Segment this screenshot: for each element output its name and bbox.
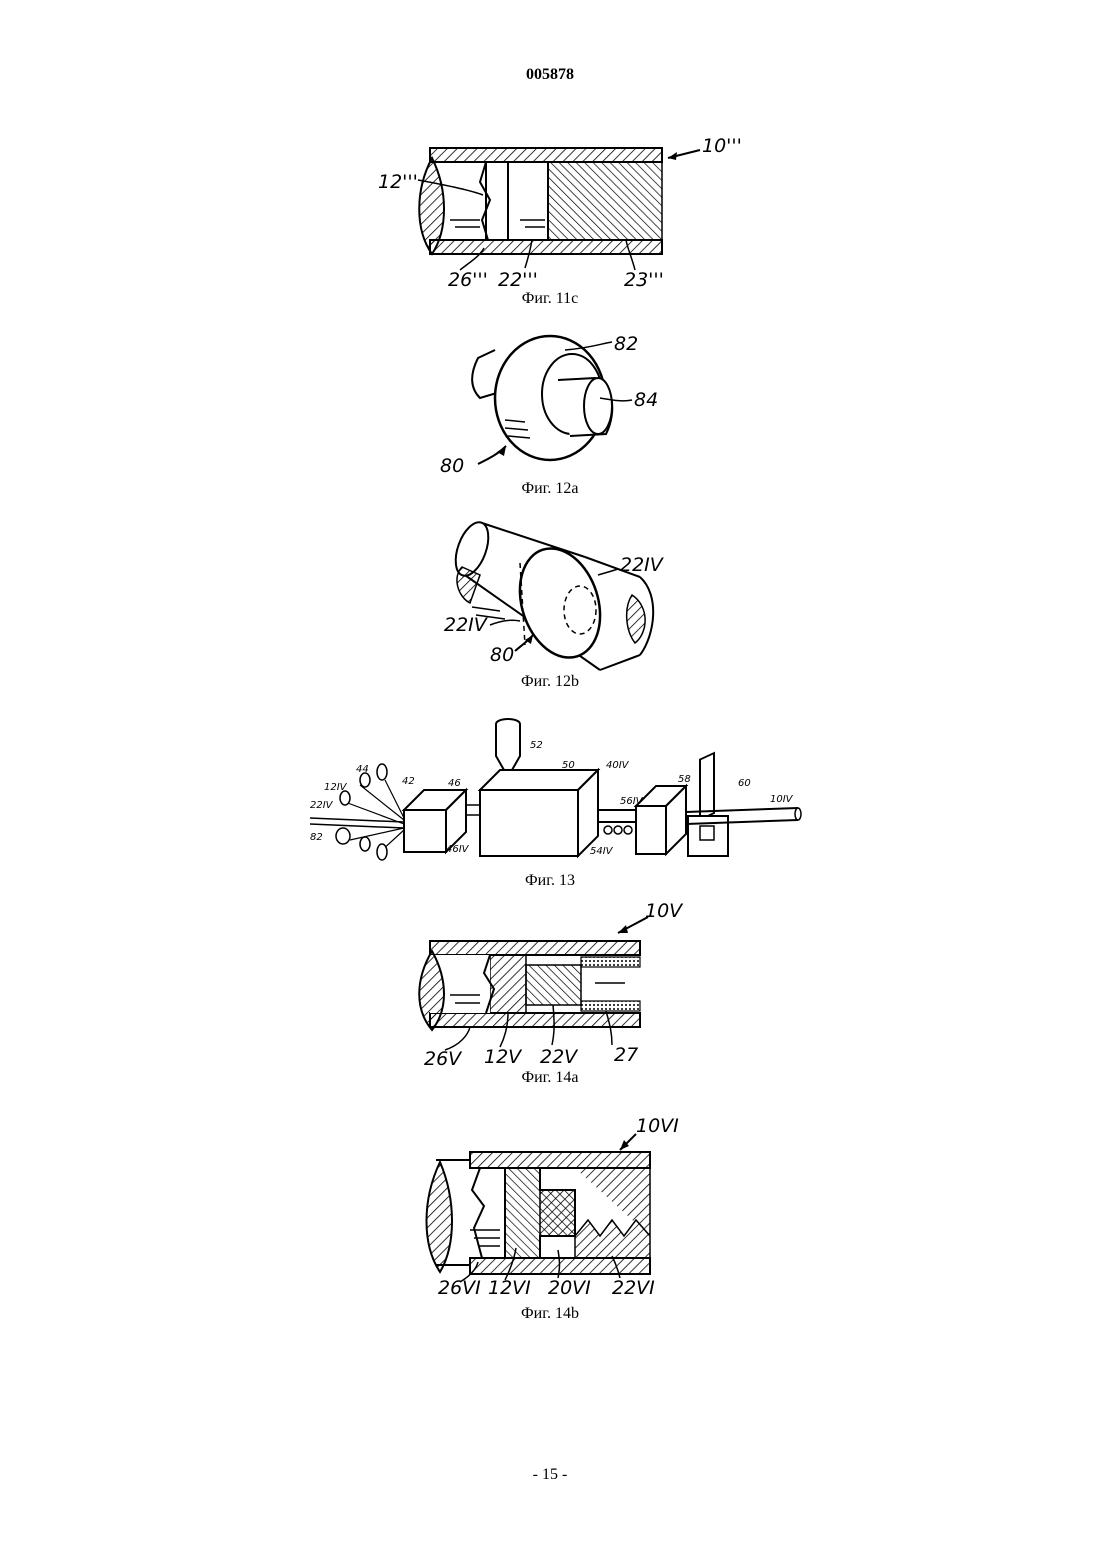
label-27: 27 bbox=[614, 1044, 638, 1066]
label-22-lower: 22IV bbox=[444, 614, 489, 636]
label-12-iv: 12IV bbox=[324, 782, 348, 793]
label-80: 80 bbox=[440, 455, 464, 477]
figure-14a-drawing: 10V 26V 12V 22V 27 bbox=[0, 895, 1100, 1090]
label-80-b: 80 bbox=[490, 644, 514, 666]
label-10-iv: 10IV bbox=[770, 794, 794, 805]
figure-14b: 10VI 26VI 12VI 20VI 22VI Фиг. 14b bbox=[0, 1110, 1100, 1325]
caption-fig-12b: Фиг. 12b bbox=[0, 673, 1100, 691]
label-44: 44 bbox=[356, 764, 369, 775]
label-23: 23''' bbox=[624, 269, 664, 291]
figure-12a-drawing: 82 84 80 bbox=[0, 330, 1100, 500]
label-22-iv: 22IV bbox=[310, 800, 334, 811]
caption-fig-11c: Фиг. 11c bbox=[0, 290, 1100, 308]
label-10-vi: 10VI bbox=[636, 1115, 679, 1137]
label-12-v: 12V bbox=[484, 1046, 523, 1068]
label-46-iv: 46IV bbox=[446, 844, 470, 855]
caption-fig-14b: Фиг. 14b bbox=[0, 1305, 1100, 1323]
label-26-vi: 26VI bbox=[438, 1277, 481, 1299]
label-60: 60 bbox=[738, 778, 751, 789]
caption-fig-12a: Фиг. 12a bbox=[0, 480, 1100, 498]
label-22: 22''' bbox=[498, 269, 538, 291]
figure-14b-drawing: 10VI 26VI 12VI 20VI 22VI bbox=[0, 1110, 1100, 1325]
caption-fig-13: Фиг. 13 bbox=[0, 872, 1100, 890]
figure-13: 52 50 40IV 58 60 10IV 56IV 54IV 46 46IV … bbox=[0, 710, 1100, 895]
label-42: 42 bbox=[402, 776, 415, 787]
figure-14a: 10V 26V 12V 22V 27 Фиг. 14a bbox=[0, 895, 1100, 1090]
label-56: 56IV bbox=[620, 796, 644, 807]
page-number: - 15 - bbox=[0, 1466, 1100, 1484]
label-22-v: 22V bbox=[540, 1046, 579, 1068]
label-12-vi: 12VI bbox=[488, 1277, 531, 1299]
label-46: 46 bbox=[448, 778, 461, 789]
label-50: 50 bbox=[562, 760, 575, 771]
label-52: 52 bbox=[530, 740, 543, 751]
figure-12b: 22IV 22IV 80 Фиг. 12b bbox=[0, 515, 1100, 695]
caption-fig-14a: Фиг. 14a bbox=[0, 1069, 1100, 1087]
figure-13-drawing: 52 50 40IV 58 60 10IV 56IV 54IV 46 46IV … bbox=[0, 710, 1100, 895]
label-22-vi: 22VI bbox=[612, 1277, 655, 1299]
figure-11c: 10''' 12''' 26''' 22''' 23''' Фиг. 11c bbox=[0, 130, 1100, 320]
label-20-vi: 20VI bbox=[548, 1277, 591, 1299]
label-54: 54IV bbox=[590, 846, 614, 857]
label-26: 26''' bbox=[448, 269, 488, 291]
figure-12a: 82 84 80 Фиг. 12a bbox=[0, 330, 1100, 500]
label-10: 10''' bbox=[702, 135, 742, 157]
label-82-b: 82 bbox=[310, 832, 323, 843]
label-12: 12''' bbox=[378, 171, 418, 193]
label-22-upper: 22IV bbox=[620, 554, 665, 576]
document-number: 005878 bbox=[0, 66, 1100, 84]
label-58: 58 bbox=[678, 774, 691, 785]
label-82: 82 bbox=[614, 333, 638, 355]
label-10-v: 10V bbox=[645, 900, 684, 922]
label-40: 40IV bbox=[606, 760, 630, 771]
label-26-v: 26V bbox=[424, 1048, 463, 1070]
label-84: 84 bbox=[634, 389, 658, 411]
figure-12b-drawing: 22IV 22IV 80 bbox=[0, 515, 1100, 695]
